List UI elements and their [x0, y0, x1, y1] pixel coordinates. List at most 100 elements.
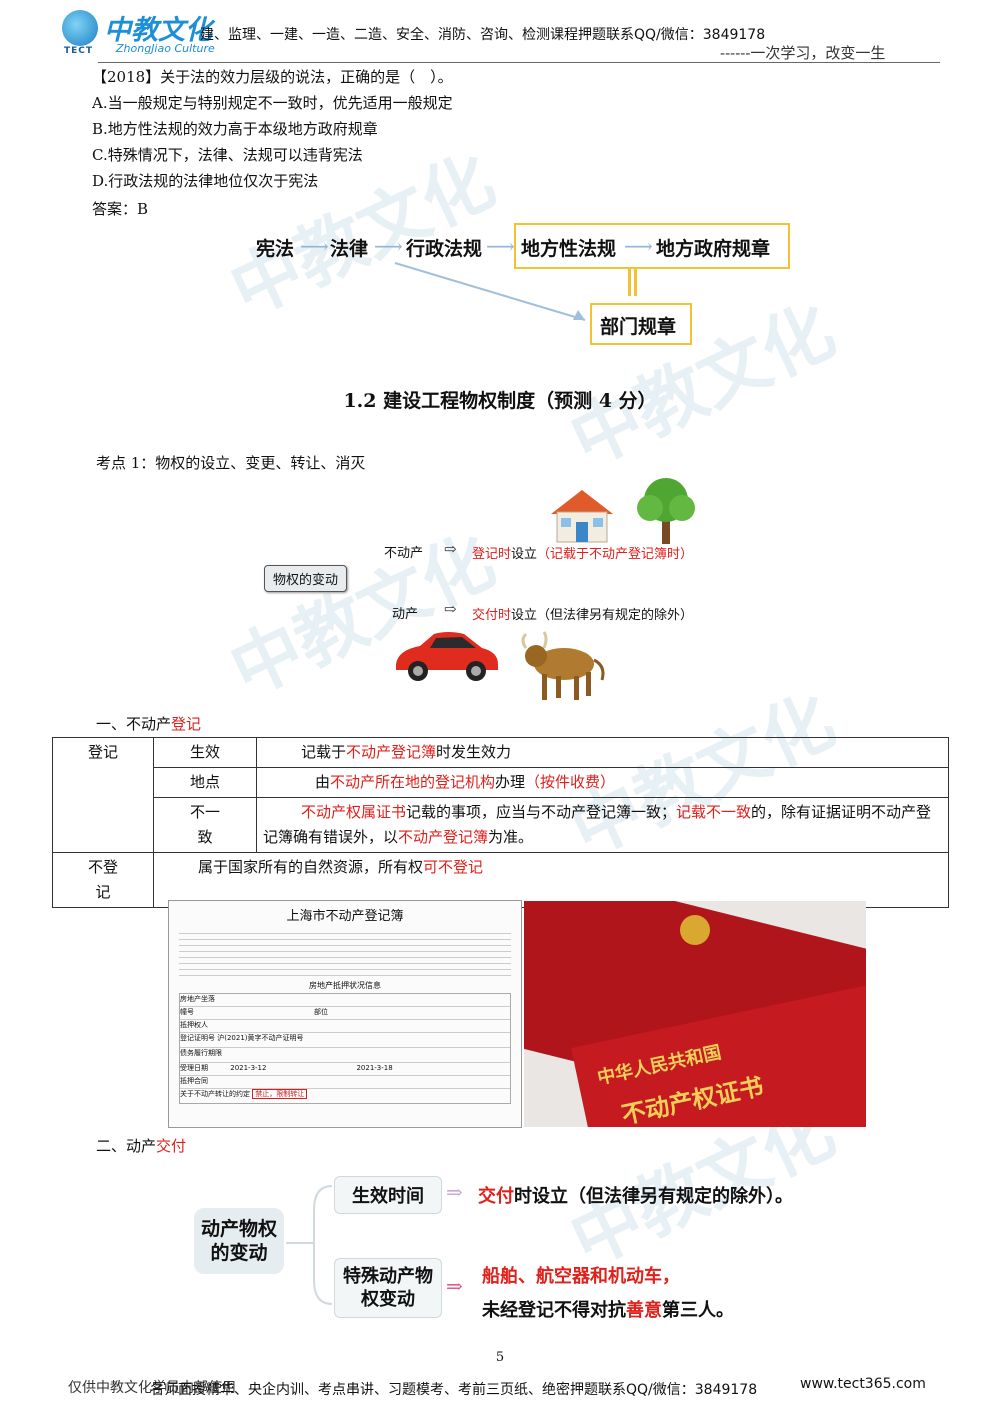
cell-red: （按件收费）	[525, 773, 616, 791]
register-row: 登记证明号 沪(2021)黄字不动产证明号	[180, 1033, 510, 1048]
immovable-heading: 一、不动产登记	[96, 713, 201, 734]
effective-text: 时设立（但法律另有规定的除外）。	[514, 1186, 793, 1207]
register-row: 抵押权人	[180, 1020, 510, 1033]
table-row: 登记 生效 记载于不动产登记簿时发生效力	[52, 737, 949, 853]
register-row-label: 幢号	[180, 1008, 194, 1016]
node-dept-rule: 部门规章	[600, 316, 677, 338]
special-text: 第三人。	[662, 1300, 734, 1321]
arrow-right-icon: ⟶	[486, 234, 515, 258]
register-row: 债务履行期限	[180, 1048, 510, 1063]
cell-red: 不动产所在地的登记机构	[330, 773, 496, 791]
movable-text: 设立（但法律另有规定的除外）	[511, 608, 694, 623]
logo-icon	[62, 10, 98, 46]
special-movable-node: 特殊动产物权变动	[334, 1258, 442, 1318]
table-row: 不一致 不动产权属证书记载的事项，应当与不动产登记簿一致；记载不一致的，除有证据…	[53, 797, 949, 853]
register-row-label: 登记证明号	[180, 1034, 215, 1042]
cell-text: 记载的事项，应当与不动产登记簿一致；	[406, 803, 677, 821]
movable-root-node: 动产物权的变动	[194, 1208, 284, 1274]
register-row: 受理日期 2021-3-12 2021-3-18	[180, 1063, 510, 1076]
logo-subtitle: ZhongJiao Culture	[116, 42, 215, 55]
footer-website: www.tect365.com	[800, 1376, 926, 1392]
option-d: D.行政法规的法律地位仅次于宪法	[92, 172, 319, 190]
special-text: 未经登记不得对抗	[482, 1300, 626, 1321]
dept-box	[590, 303, 692, 345]
question-stem: 【2018】关于法的效力层级的说法，正确的是（ ）。	[92, 68, 453, 86]
registration-table: 登记 生效 记载于不动产登记簿时发生效力 地点 由不动产所在地的登记机构办理（按…	[52, 737, 949, 908]
register-row: 抵押合同	[180, 1076, 510, 1089]
option-a: A.当一般规定与特别规定不一致时，优先适用一般规定	[92, 94, 453, 112]
immovable-heading-red: 登记	[171, 715, 202, 733]
register-date: 2021-3-18	[356, 1064, 393, 1072]
register-image: 上海市不动产登记簿 房地产抵押状况信息 房地产坐落 幢号部位 抵押权人 登记证明…	[168, 900, 522, 1128]
immovable-text: 设立	[511, 547, 538, 562]
cell-red: 不动产权属证书	[301, 803, 407, 821]
option-c: C.特殊情况下，法律、法规可以违背宪法	[92, 146, 363, 164]
register-cert-no: 沪(2021)黄字不动产证明号	[217, 1034, 304, 1042]
arrow-right-icon: ⟶	[374, 234, 403, 258]
arrow-right-icon: ⟶	[624, 234, 653, 258]
register-row: 关于不动产转让的约定 禁止，限制转让	[180, 1089, 510, 1103]
logo-text: 中教文化	[104, 15, 212, 46]
cell-red: 可不登记	[423, 858, 484, 876]
immovable-red: 登记时	[472, 547, 512, 562]
arrow-right-icon: ⇒	[446, 1274, 463, 1298]
immovable-heading-prefix: 一、不动产	[96, 715, 172, 733]
tree-icon	[637, 478, 695, 544]
bull-icon	[521, 631, 605, 700]
equal-bar-left	[628, 268, 631, 296]
movable-red: 交付时	[472, 608, 512, 623]
hollow-arrow-icon: ⇨	[444, 600, 457, 618]
cell-red: 不动产登记簿	[346, 743, 437, 761]
table-cell: 登记	[52, 737, 154, 853]
movable-heading-prefix: 二、动产	[96, 1137, 157, 1155]
node-local-gov-rule: 地方政府规章	[656, 238, 771, 260]
table-cell: 属于国家所有的自然资源，所有权可不登记	[153, 852, 949, 908]
topic-heading: 考点 1：物权的设立、变更、转让、消灭	[96, 454, 366, 472]
arrow-to-dept-rule	[394, 262, 586, 321]
house-icon	[551, 490, 613, 543]
table-row: 不登记 属于国家所有的自然资源，所有权可不登记	[52, 852, 949, 908]
cell-text: 由	[315, 773, 331, 791]
movable-heading-red: 交付	[156, 1137, 187, 1155]
movable-label: 动产	[392, 607, 419, 622]
register-notes	[179, 928, 511, 976]
cell-text: 记载于	[301, 743, 347, 761]
register-row: 幢号 部位	[180, 1007, 510, 1020]
effective-red: 交付	[478, 1186, 514, 1207]
car-icon	[396, 632, 498, 681]
table-row: 地点 由不动产所在地的登记机构办理（按件收费）	[53, 767, 949, 798]
register-date: 2021-3-12	[230, 1064, 267, 1072]
logo-tect: TECT	[64, 46, 94, 56]
option-b: B.地方性法规的效力高于本级地方政府规章	[92, 120, 378, 138]
cell-text: 的，除有证据证明不动产登记簿确有错误外，以	[263, 803, 932, 846]
cell-text: 时发生效力	[436, 743, 512, 761]
hollow-arrow-icon: ⇨	[444, 540, 457, 558]
register-row-label: 关于不动产转让的约定	[180, 1090, 250, 1098]
bracket-connector	[286, 1185, 333, 1305]
section-title: 1.2 建设工程物权制度（预测 4 分）	[343, 390, 657, 412]
header-contact: 建、监理、一建、一造、二造、安全、消防、咨询、检测课程押题联系QQ/微信：384…	[200, 27, 766, 43]
page-number: 5	[495, 1350, 505, 1365]
register-row: 房地产坐落	[180, 994, 510, 1007]
special-red: 善意	[626, 1300, 662, 1321]
center-node: 物权的变动	[264, 565, 348, 592]
table-cell: 生效	[153, 737, 257, 768]
cell-red: 不动产登记簿	[398, 828, 489, 846]
register-row-label: 部位	[314, 1008, 328, 1016]
arrow-right-icon: ⇒	[446, 1180, 463, 1204]
cell-text: 为准。	[488, 828, 534, 846]
cell-text: 属于国家所有的自然资源，所有权	[198, 858, 424, 876]
register-subtitle: 房地产抵押状况信息	[309, 981, 381, 990]
node-local-regulation: 地方性法规	[521, 238, 617, 260]
effective-time-rule: 交付时设立（但法律另有规定的除外）。	[478, 1182, 793, 1208]
table-cell: 地点	[153, 767, 257, 798]
immovable-note: （记载于不动产登记簿时）	[537, 547, 694, 562]
movable-rule: 交付时设立（但法律另有规定的除外）	[472, 604, 693, 623]
footer-contact: 名师面授精华、央企内训、考点串讲、习题模考、考前三页纸、绝密押题联系QQ/微信：…	[150, 1382, 758, 1398]
cell-red: 记载不一致	[676, 803, 752, 821]
table-cell: 记载于不动产登记簿时发生效力	[256, 737, 949, 768]
local-box	[514, 223, 790, 269]
register-row-label: 受理日期	[180, 1064, 208, 1072]
table-cell: 不登记	[52, 852, 154, 908]
table-cell: 不一致	[153, 797, 257, 853]
